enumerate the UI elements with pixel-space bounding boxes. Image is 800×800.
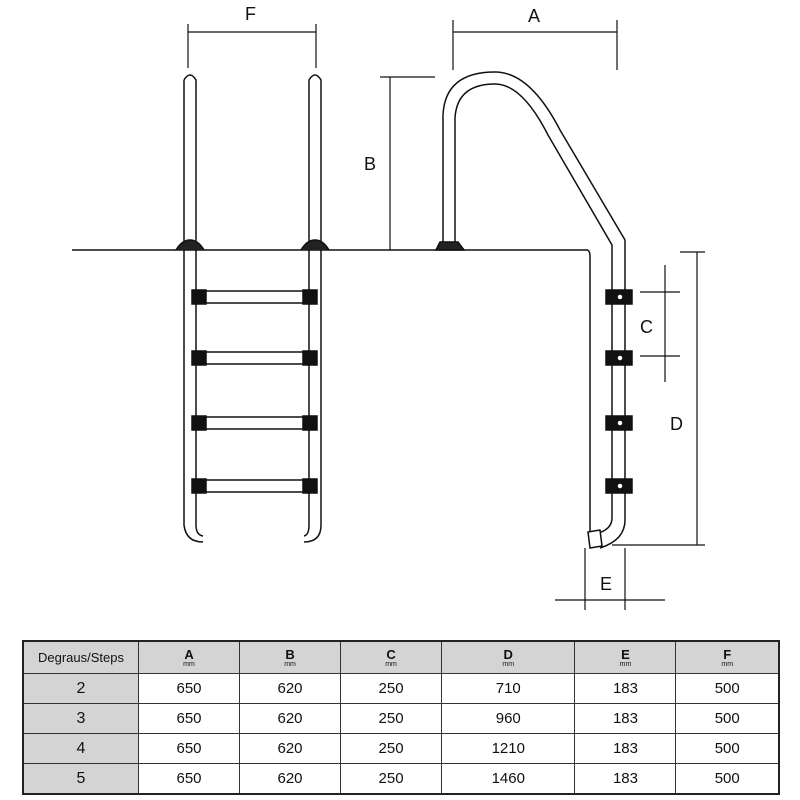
bolt-icon [616,293,624,301]
step-bracket [302,350,318,366]
bolt-icon [616,419,624,427]
value-cell: 183 [574,703,677,734]
right-rail [303,74,322,543]
value-cell: 183 [574,733,677,764]
value-cell: 183 [574,763,677,795]
side-view [434,71,633,549]
dimension-lines [187,20,705,610]
column-key: A [184,646,194,662]
steps [191,289,318,494]
handrail-anchor [434,241,466,251]
value-cell: 710 [441,673,576,704]
value-cell: 620 [239,733,342,764]
value-cell: 500 [675,763,780,795]
value-cell: 500 [675,703,780,734]
left-rail [183,74,204,543]
column-unit: mm [721,660,734,668]
column-key: C [386,646,396,662]
column-key: B [285,646,295,662]
value-cell: 500 [675,673,780,704]
value-cell: 250 [340,673,443,704]
column-key: E [621,646,630,662]
value-cell: 250 [340,703,443,734]
step-bracket [191,350,207,366]
value-cell: 650 [137,733,241,764]
label-c: C [640,317,653,337]
label-b: B [364,154,376,174]
value-cell: 250 [340,763,443,795]
value-cell: 620 [239,763,342,795]
bolt-icon [616,482,624,490]
label-d: D [670,414,683,434]
column-unit: mm [385,660,397,668]
column-key: F [723,646,732,662]
step-bracket [302,478,318,494]
front-view [72,74,591,543]
column-key: D [503,646,513,662]
step-tread [195,351,310,365]
value-cell: 960 [441,703,576,734]
steps-cell: 4 [22,733,139,764]
pool-wall-line [587,249,591,540]
steps-cell: 3 [22,703,139,734]
handrail-foot [587,529,603,549]
step-tread [195,479,310,493]
label-a: A [528,6,540,26]
rail-flanges [175,239,330,251]
label-f: F [245,4,256,24]
value-cell: 650 [137,763,241,795]
value-cell: 620 [239,673,342,704]
step-tread [195,290,310,304]
value-cell: 620 [239,703,342,734]
value-cell: 1210 [441,733,576,764]
label-e: E [600,574,612,594]
steps-cell: 5 [22,763,139,795]
value-cell: 500 [675,733,780,764]
column-unit: mm [502,660,515,668]
step-bracket [191,415,207,431]
value-cell: 250 [340,733,443,764]
step-bracket [302,415,318,431]
bolt-icon [616,354,624,362]
column-unit: mm [183,660,195,668]
column-unit: mm [284,660,296,668]
value-cell: 650 [137,673,241,704]
handrail [442,71,626,549]
step-bracket [191,478,207,494]
value-cell: 650 [137,703,241,734]
steps-cell: 2 [22,673,139,704]
side-steps [605,289,633,494]
step-bracket [191,289,207,305]
column-unit: mm [619,660,632,668]
ladder-diagram: F A B C D E [72,4,705,610]
value-cell: 183 [574,673,677,704]
step-tread [195,416,310,430]
step-bracket [302,289,318,305]
column-header: Degraus/Steps [22,640,139,674]
value-cell: 1460 [441,763,576,795]
